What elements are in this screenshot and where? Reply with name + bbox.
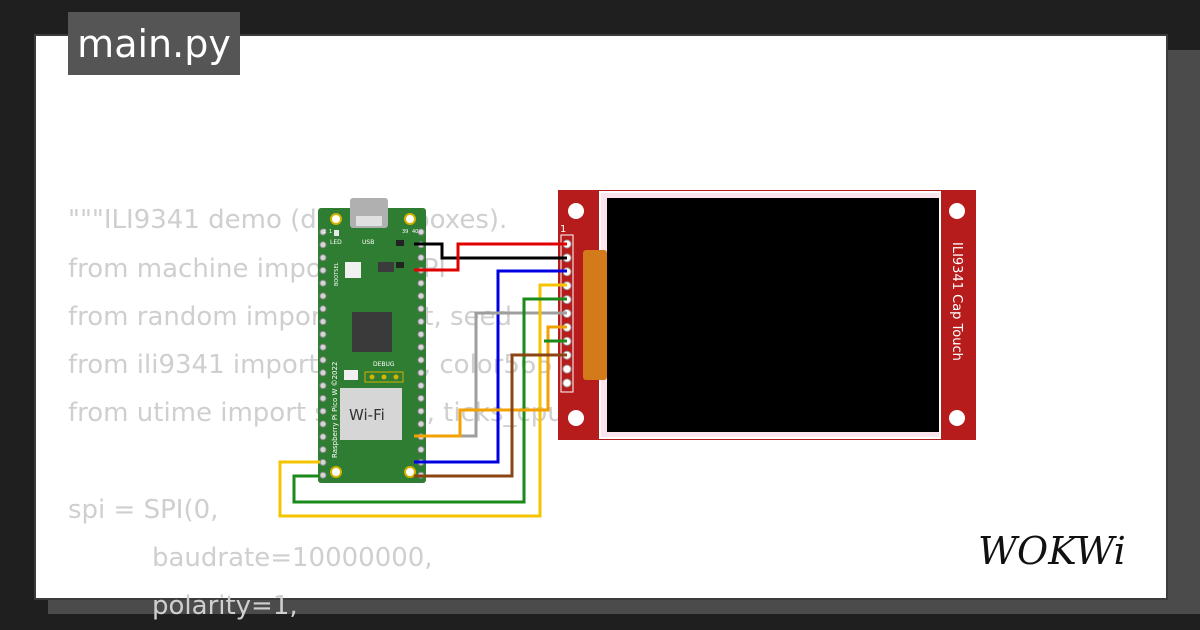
screen (607, 198, 939, 432)
display-pin1-label: 1 (560, 224, 566, 235)
header-pin[interactable] (319, 279, 327, 287)
header-pin[interactable] (417, 382, 425, 390)
display-label: ILI9341 Cap Touch (949, 242, 964, 361)
header-pin[interactable] (319, 433, 327, 441)
wire-black[interactable] (414, 242, 567, 260)
header-pin[interactable] (417, 343, 425, 351)
header-pin[interactable] (319, 330, 327, 338)
wire-red[interactable] (414, 242, 567, 272)
component (344, 370, 358, 380)
rp2040-chip (352, 312, 392, 352)
header-pin[interactable] (417, 305, 425, 313)
debug-pin (393, 374, 399, 380)
header-pin[interactable] (319, 471, 327, 479)
pin-40-label: 40 (412, 229, 418, 235)
component (396, 262, 404, 268)
usb-port (356, 216, 382, 226)
file-tab-label: main.py (77, 21, 231, 66)
code-line: """ILI9341 demo (drawing boxes). (68, 205, 507, 235)
pin-39-label: 39 (402, 229, 408, 235)
mount-hole (568, 203, 584, 219)
mount-hole (949, 410, 965, 426)
display-pin[interactable] (562, 378, 572, 388)
wifi-label: Wi-Fi (349, 406, 385, 424)
mount-hole (330, 213, 342, 225)
header-pin[interactable] (319, 266, 327, 274)
code-line: from ili9341 import Display, color565 (68, 350, 553, 380)
code-line: from utime import sleep_us, ticks_cpu (68, 398, 564, 428)
left-pin-header (319, 228, 327, 479)
header-pin[interactable] (319, 228, 327, 236)
display-pin[interactable] (562, 364, 572, 374)
wire-orange[interactable] (414, 325, 567, 438)
header-pin[interactable] (319, 446, 327, 454)
bootsel-button[interactable] (345, 262, 361, 278)
code-background: """ILI9341 demo (drawing boxes). from ma… (68, 205, 564, 621)
header-pin[interactable] (319, 369, 327, 377)
debug-label: DEBUG (373, 361, 395, 368)
header-pin[interactable] (319, 458, 327, 466)
header-pin[interactable] (319, 343, 327, 351)
file-tab[interactable]: main.py (68, 12, 240, 75)
code-line: polarity=1, (152, 591, 298, 621)
header-pin[interactable] (319, 394, 327, 402)
header-pin[interactable] (319, 407, 327, 415)
led-label: LED (330, 239, 342, 246)
header-pin[interactable] (417, 254, 425, 262)
debug-pin (369, 374, 375, 380)
header-pin[interactable] (417, 394, 425, 402)
pin-1-label: 1 (329, 229, 332, 235)
wire-green[interactable] (292, 297, 567, 504)
mount-hole (404, 213, 416, 225)
header-pin[interactable] (417, 279, 425, 287)
header-pin[interactable] (417, 356, 425, 364)
header-pin[interactable] (417, 446, 425, 454)
header-pin[interactable] (319, 292, 327, 300)
header-pin[interactable] (319, 254, 327, 262)
pico-board[interactable]: LED USB 1 2 39 40 BOOTSEL DEBUG Wi-Fi Ra… (318, 198, 426, 483)
header-pin[interactable] (319, 305, 327, 313)
header-pin[interactable] (417, 330, 425, 338)
wire-brown[interactable] (414, 353, 567, 478)
wifi-module (340, 388, 402, 440)
header-pin[interactable] (417, 420, 425, 428)
header-pin[interactable] (417, 292, 425, 300)
header-pin[interactable] (417, 407, 425, 415)
code-line: spi = SPI(0, (68, 495, 218, 525)
header-pin[interactable] (319, 356, 327, 364)
header-pin[interactable] (319, 241, 327, 249)
wires (278, 242, 567, 518)
board-name: Raspberry Pi Pico W ©2022 (331, 362, 339, 458)
header-pin[interactable] (319, 420, 327, 428)
wokwi-logo: WOKWi (978, 529, 1126, 573)
header-pin[interactable] (417, 228, 425, 236)
wokwi-logo-text: WOKWi (978, 529, 1126, 573)
mount-hole (330, 466, 342, 478)
header-pin[interactable] (319, 318, 327, 326)
wire-blue[interactable] (414, 269, 567, 464)
debug-pin (381, 374, 387, 380)
bootsel-label: BOOTSEL (334, 262, 340, 286)
ribbon-cable (583, 250, 607, 380)
ili9341-display[interactable]: 1 ILI9341 Cap Touch (558, 190, 976, 440)
mount-hole (568, 410, 584, 426)
mount-hole (949, 203, 965, 219)
pin-2-label: 2 (323, 229, 326, 235)
usb-label: USB (362, 239, 374, 246)
component (378, 262, 394, 272)
component (396, 240, 404, 246)
header-pin[interactable] (417, 318, 425, 326)
code-line: from random import randint, seed (68, 302, 512, 332)
code-line: baudrate=10000000, (152, 543, 433, 573)
led (334, 230, 339, 236)
header-pin[interactable] (417, 369, 425, 377)
header-pin[interactable] (319, 382, 327, 390)
wire-yellow[interactable] (278, 283, 567, 518)
mount-hole (404, 466, 416, 478)
